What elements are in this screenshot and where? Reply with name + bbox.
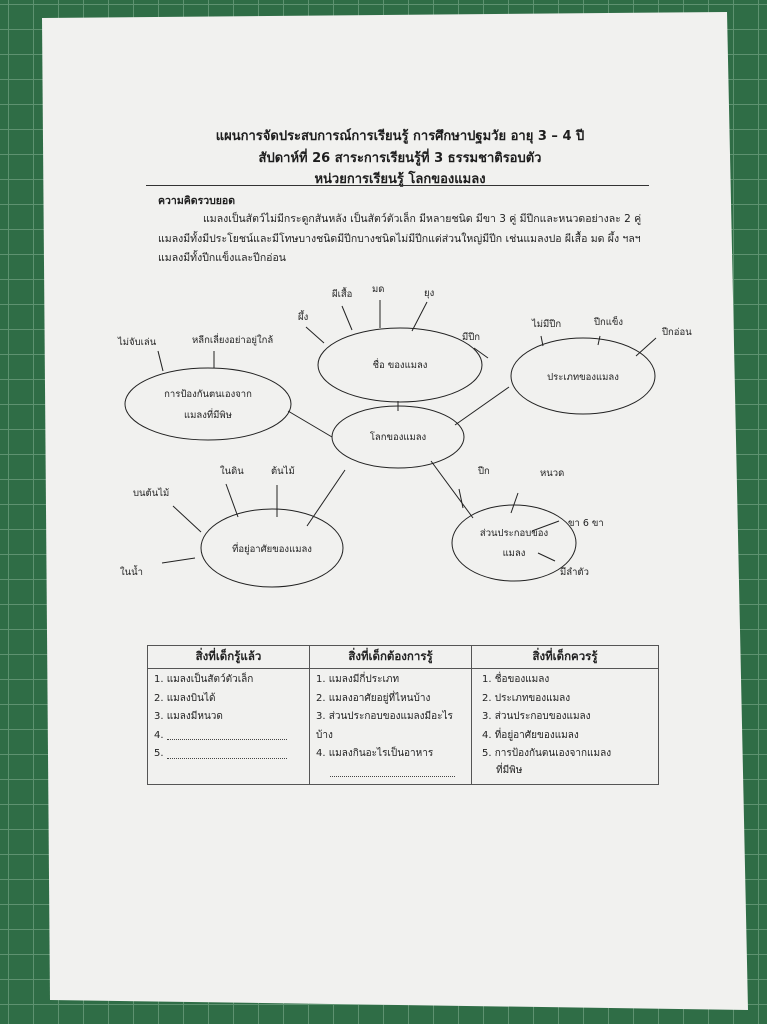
column-header: สิ่งที่เด็กต้องการรู้ xyxy=(309,645,472,669)
should-column: 1. ชื่อของแมลง 2. ประเภทของแมลง 3. ส่วนป… xyxy=(471,668,659,785)
concept-heading: ความคิดรวบยอด xyxy=(158,195,236,207)
names-item: ผีเสื้อ xyxy=(332,287,353,300)
types-item: ปีกอ่อน xyxy=(661,326,692,338)
list-item: 2. ประเภทของแมลง xyxy=(482,692,571,704)
parts-item: ปีก xyxy=(477,465,490,477)
list-item: 3. ส่วนประกอบของแมลง xyxy=(482,711,591,722)
names-item: มด xyxy=(372,284,384,295)
habitat-item: ต้นไม้ xyxy=(271,465,295,477)
list-item xyxy=(316,764,465,783)
parts-item: หนวด xyxy=(540,468,564,479)
types-item: ไม่มีปีก xyxy=(531,318,561,330)
parts-node xyxy=(451,504,577,582)
title-line-3: หน่วยการเรียนรู้ โลกของแมลง xyxy=(314,172,486,187)
protection-item: ไม่จับเล่น xyxy=(117,336,157,348)
center-node xyxy=(331,405,465,469)
concept-paragraph: แมลงเป็นสัตว์ไม่มีกระดูกสันหลัง เป็นสัตว… xyxy=(158,210,658,269)
known-column: 1. แมลงเป็นสัตว์ตัวเล็ก 2. แมลงบินได้ 3.… xyxy=(147,668,310,785)
names-label: ชื่อ ของแมลง xyxy=(373,358,428,371)
protection-label: แมลงที่มีพิษ xyxy=(184,408,232,421)
list-item: 1. แมลงมีกี่ประเภท xyxy=(316,674,400,685)
list-item: 5. การป้องกันตนเองจากแมลง xyxy=(482,748,612,759)
blank-line xyxy=(330,766,455,777)
protection-item: หลีกเลี่ยงอย่าอยู่ใกล้ xyxy=(192,333,273,346)
item-number: 5. xyxy=(154,748,164,759)
list-item: 1. แมลงเป็นสัตว์ตัวเล็ก xyxy=(154,674,254,685)
title-divider xyxy=(146,185,649,186)
names-item: ยุง xyxy=(424,288,434,299)
center-label: โลกของแมลง xyxy=(370,431,426,443)
habitat-item: ในดิน xyxy=(220,465,244,477)
list-item: 4. xyxy=(154,727,303,746)
types-label: ประเภทของแมลง xyxy=(547,372,619,383)
column-header: สิ่งที่เด็กควรรู้ xyxy=(471,645,659,669)
protection-node xyxy=(124,367,292,441)
list-item: 2. แมลงอาศัยอยู่ที่ไหนบ้าง xyxy=(316,692,431,704)
parts-item: ขา 6 ขา xyxy=(568,518,604,529)
habitat-item: บนต้นไม้ xyxy=(133,487,169,499)
item-number: 4. xyxy=(154,729,164,741)
title-line-2: สัปดาห์ที่ 26 สาระการเรียนรู้ที่ 3 ธรรมช… xyxy=(258,151,542,166)
types-item: มีปีก xyxy=(462,331,480,343)
list-item: 4. ที่อยู่อาศัยของแมลง xyxy=(482,729,579,741)
list-item: 5. xyxy=(154,745,303,764)
list-item: 4. แมลงกินอะไรเป็นอาหาร xyxy=(316,748,434,759)
column-header: สิ่งที่เด็กรู้แล้ว xyxy=(147,645,310,669)
list-item: 1. ชื่อของแมลง xyxy=(482,674,550,685)
habitat-label: ที่อยู่อาศัยของแมลง xyxy=(232,542,312,555)
protection-label: การป้องกันตนเองจาก xyxy=(164,389,252,400)
habitat-item: ในน้ำ xyxy=(120,565,143,578)
types-node xyxy=(510,337,656,415)
habitat-node xyxy=(200,508,344,588)
list-item: 3. แมลงมีหนวด xyxy=(154,711,223,722)
parts-label: ส่วนประกอบของ xyxy=(480,528,548,539)
blank-line xyxy=(166,748,287,759)
names-item: ผึ้ง xyxy=(298,310,309,323)
list-item: 3. ส่วนประกอบของแมลงมีอะไรบ้าง xyxy=(316,711,453,741)
parts-label: แมลง xyxy=(503,548,526,559)
concept-text: แมลงเป็นสัตว์ไม่มีกระดูกสันหลัง เป็นสัตว… xyxy=(158,213,642,264)
list-item: 2. แมลงบินได้ xyxy=(154,692,216,704)
names-node xyxy=(317,327,483,403)
knowledge-table: สิ่งที่เด็กรู้แล้ว สิ่งที่เด็กต้องการรู้… xyxy=(147,645,659,785)
title-line-1: แผนการจัดประสบการณ์การเรียนรู้ การศึกษาป… xyxy=(215,129,585,144)
list-item: ที่มีพิษ xyxy=(496,764,523,776)
want-column: 1. แมลงมีกี่ประเภท 2. แมลงอาศัยอยู่ที่ไห… xyxy=(309,668,472,785)
types-item: ปีกแข็ง xyxy=(593,315,623,328)
blank-line xyxy=(166,729,287,740)
parts-item: มีลำตัว xyxy=(560,566,589,578)
